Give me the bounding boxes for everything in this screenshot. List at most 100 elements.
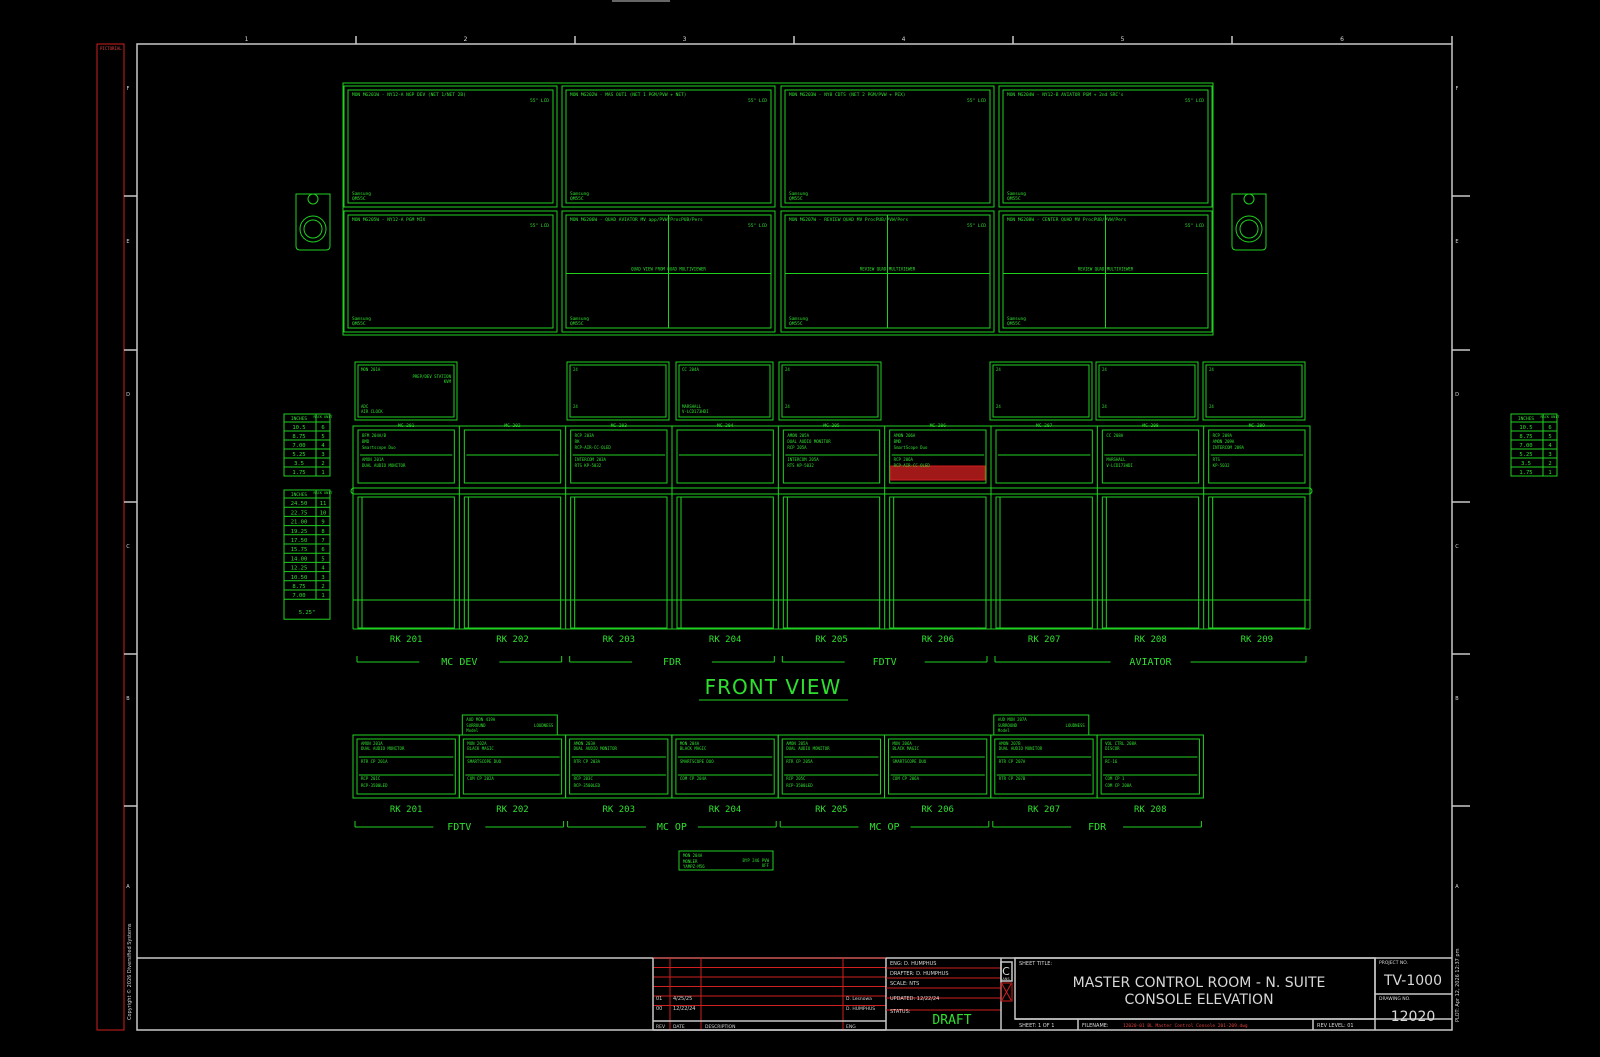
rack-table-unit: 10 xyxy=(320,510,327,516)
rear-rack-l5: RCP-3500LED xyxy=(786,783,813,788)
monitor-bottom-2: MON MG206W - QUAD AVIATOR MV app/PVW/Pro… xyxy=(561,210,776,333)
monitor-bottom-4: MON MG208W - CENTER QUAD MV ProcPUB/PVW/… xyxy=(998,210,1213,333)
drafter-name: DRAFTER: D. HUMPHUS xyxy=(890,971,949,977)
rear-top-box-l3: Model xyxy=(466,728,479,733)
rack-door xyxy=(782,496,881,629)
rack-table-unit: 4 xyxy=(321,566,325,572)
filename-value: 12020-01 BL Master Control Console 201-2… xyxy=(1123,1023,1248,1029)
rack-door xyxy=(995,496,1093,629)
small-monitor-l4: MARSHALL xyxy=(682,404,702,409)
rack-door xyxy=(463,496,562,629)
rear-rack-panel xyxy=(675,738,775,795)
monitor-size: 55" LCD xyxy=(748,98,767,104)
rear-rack-l1: VOL CTRL 208A xyxy=(1105,741,1137,746)
rack-mc-label: MC 203 xyxy=(611,423,628,429)
rear-rack-l2: DUAL AUDIO MONITOR xyxy=(999,746,1043,751)
rack-table-unit: 9 xyxy=(321,520,324,526)
monitor-title: MON MG205W - NY12-A PGM MIX xyxy=(352,217,425,223)
monitor-title: MON MG204W - NY12-B AVIATOR PGM + 2nd SR… xyxy=(1007,92,1124,98)
rack-panel xyxy=(357,429,455,484)
rack-line-1: CC 208A xyxy=(1106,433,1123,438)
rack-line-2: AMON 209A xyxy=(1213,439,1235,444)
speaker-body xyxy=(1231,193,1267,251)
rear-group-1: FDTV xyxy=(354,821,565,833)
floor-box-r1: BYP 246 PVW xyxy=(743,858,770,863)
small-monitor-bezel xyxy=(354,361,458,421)
monitor-title: MON MG208W - CENTER QUAD MV ProcPUB/PVW/… xyxy=(1007,217,1126,223)
monitor-brand: Samsung xyxy=(352,191,371,197)
small-monitor-l4: ADC xyxy=(361,404,369,409)
small-monitor-l5: AIR CLOCK xyxy=(361,409,383,414)
rear-rack-l3: RTR CP 205A xyxy=(786,759,813,764)
rack-label: RK 205 xyxy=(815,635,848,645)
rack-table-unit: 6 xyxy=(1548,425,1551,431)
monitor-model: QM55C xyxy=(789,321,803,327)
small-monitor-l4: 24 xyxy=(573,404,578,409)
rack-line-5: DUAL AUDIO MONITOR xyxy=(362,463,406,468)
rack-line-1: RCP 203A xyxy=(575,433,595,438)
rack-mc-label: MC 204 xyxy=(717,423,734,429)
rear-rack-panel xyxy=(1100,738,1200,795)
rear-rack-l4: COM CP 206A xyxy=(893,776,920,781)
border-letter-left: C xyxy=(126,544,130,550)
group-label: FDTV xyxy=(873,657,897,668)
monitor-bezel xyxy=(780,210,995,333)
front-group-2: FDR xyxy=(569,656,775,668)
rack-table-inches: 17.50 xyxy=(291,538,308,544)
rack-panel xyxy=(676,429,774,484)
rack-mc-label: MC 208 xyxy=(1142,423,1159,429)
small-monitor-l1: 24 xyxy=(996,367,1001,372)
small-monitor-l1: 24 xyxy=(1209,367,1214,372)
border-letter-left: F xyxy=(127,86,130,92)
rack-table-inches: 8.75 xyxy=(292,434,305,440)
quad-center-label: REVIEW QUAD MULTIVIEWER xyxy=(1078,267,1134,272)
small-monitor-bezel xyxy=(778,361,882,421)
rack-line-4: INTERCOM 205A xyxy=(787,457,819,462)
rear-rack-l3: SMARTSCOPE DUO xyxy=(893,759,927,764)
rack-line-2: RK xyxy=(575,439,580,444)
rack-table-header: INCHES xyxy=(291,416,308,422)
rear-rack-panel xyxy=(569,738,669,795)
rear-rack-l4: RCP 205C xyxy=(786,776,806,781)
rack-label: RK 207 xyxy=(1028,635,1061,645)
rev-eng: D. Lesnowa xyxy=(846,996,872,1002)
rack-mc-label: MC 205 xyxy=(823,423,840,429)
border-letter-left: E xyxy=(126,239,129,245)
rear-rack-l3: RC-16 xyxy=(1105,759,1118,764)
monitor-screen xyxy=(347,89,554,204)
group-label: FDTV xyxy=(447,822,471,833)
rear-rack-panel xyxy=(781,738,882,795)
small-monitor-l5: V-LCD173HDI xyxy=(682,409,709,414)
rack-line-5: V-LCD173HDI xyxy=(1106,463,1133,468)
rack-table-unit: 5 xyxy=(1548,434,1551,440)
rack-table-inches: 3.5 xyxy=(294,461,304,467)
small-monitor-l1: 24 xyxy=(573,367,578,372)
monitor-model: QM55C xyxy=(1007,196,1021,202)
group-label: MC DEV xyxy=(441,657,477,668)
rack-table-unit: 8 xyxy=(321,529,324,535)
monitor-bezel xyxy=(998,210,1213,333)
rear-top-box-l1: AUD MON 419A xyxy=(466,717,495,722)
rear-rack-l4: RTR CP 207B xyxy=(999,776,1026,781)
rack-line-5: RTS KP-5032 xyxy=(575,463,602,468)
rear-rack-l1: MON 204A xyxy=(680,741,700,746)
floor-box-r2: OFF xyxy=(762,863,770,868)
eng-name: ENG: D. HUMPHUS xyxy=(890,961,936,967)
border-letter-right: A xyxy=(1455,884,1459,890)
monitor-top-3: MON MG203W - NY8 CDTS (NET 2 PGM/PVW + P… xyxy=(780,85,995,208)
rack-table-unit: 4 xyxy=(1548,443,1552,449)
monitor-title: MON MG203W - NY8 CDTS (NET 2 PGM/PVW + P… xyxy=(789,92,906,98)
left-strip xyxy=(96,43,125,1031)
border-number: 1 xyxy=(245,36,249,43)
rack-label: RK 202 xyxy=(496,635,529,645)
rear-top-box-l1: AUD MON 207A xyxy=(998,717,1027,722)
rack-line-1: BFM 204A/B xyxy=(362,433,387,438)
rack-line-3: RCP 205A xyxy=(787,445,807,450)
